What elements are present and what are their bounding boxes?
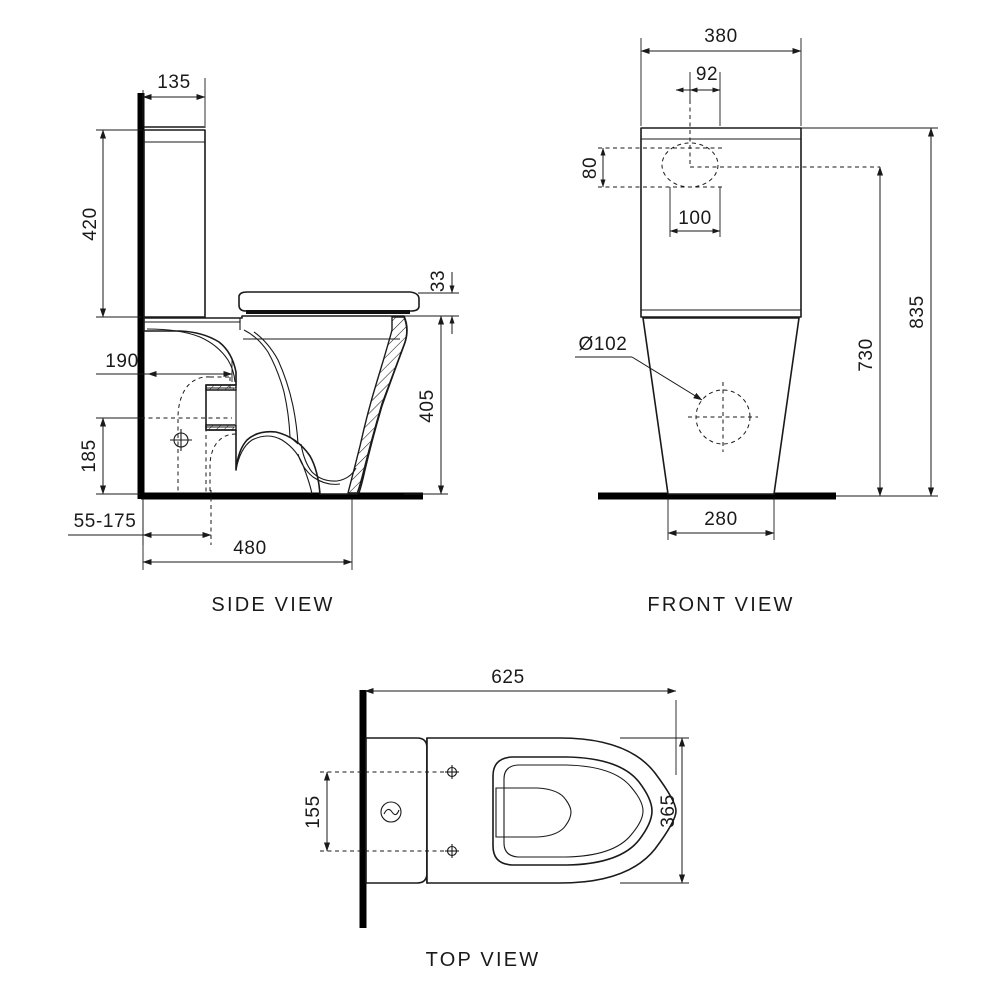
dimension-92: 92: [675, 64, 721, 126]
dim-label-100: 100: [678, 208, 712, 229]
front-view-flush-button: [598, 100, 880, 188]
top-view-label: TOP VIEW: [426, 949, 541, 971]
dimension-280: 280: [667, 498, 775, 540]
side-view-seat: [238, 291, 420, 314]
dimension-155: 155: [303, 771, 331, 852]
dim-label-80: 80: [580, 157, 601, 179]
dim-label-365: 365: [658, 794, 679, 828]
dimension-380: 380: [640, 26, 802, 126]
dim-label-480: 480: [233, 538, 267, 559]
top-view-bowl-opening: [495, 787, 572, 838]
outlet-centre-mark: [170, 429, 192, 451]
front-view-outlet-circle: [688, 382, 758, 452]
dim-label-280: 280: [704, 509, 738, 530]
front-view-pedestal: [642, 317, 800, 495]
dim-label-835: 835: [907, 295, 928, 329]
dimension-190: 190: [96, 351, 233, 382]
side-view-cistern: [143, 126, 206, 318]
dimension-135: 135: [142, 72, 206, 126]
dimension-835: 835: [801, 127, 938, 497]
inlet-valve-mark: [380, 801, 402, 823]
dimension-420: 420: [80, 129, 142, 318]
dim-label-33: 33: [428, 270, 449, 292]
dim-label-405: 405: [417, 389, 438, 423]
side-view-label: SIDE VIEW: [211, 594, 334, 616]
dimension-625: 625: [364, 667, 677, 775]
front-view-cistern: [640, 127, 802, 318]
top-view-seat-ring: [492, 756, 653, 866]
front-view-group: Ø102 380 92 80 100: [575, 26, 938, 616]
dimension-730: 730: [856, 166, 884, 497]
dimension-100: 100: [669, 187, 721, 237]
dim-label-155: 155: [303, 795, 324, 829]
dim-label-625: 625: [491, 667, 525, 688]
top-view-group: 625 365 155 TOP VIEW: [303, 667, 689, 971]
dim-label-420: 420: [80, 207, 101, 241]
side-view-group: 135 420 33 405 190: [68, 72, 459, 616]
dimension-185: 185: [79, 417, 140, 495]
dim-label-135: 135: [157, 72, 191, 93]
dim-label-730: 730: [856, 338, 877, 372]
dim-label-55-175: 55-175: [74, 511, 137, 532]
dimension-365: 365: [620, 737, 689, 884]
top-view-bowl: [426, 737, 677, 884]
dimension-480: 480: [142, 498, 353, 570]
dim-label-185: 185: [79, 439, 100, 473]
side-view-bowl: [143, 315, 408, 495]
top-view-cistern: [365, 737, 428, 884]
front-view-label: FRONT VIEW: [647, 594, 794, 616]
dim-label-diameter-102: Ø102: [579, 334, 628, 355]
dim-label-92: 92: [696, 64, 718, 85]
dimension-80: 80: [580, 147, 606, 188]
dimension-405: 405: [404, 315, 448, 495]
dim-label-380: 380: [704, 26, 738, 47]
dim-label-190: 190: [105, 351, 139, 372]
outlet-diameter-leader: Ø102: [575, 334, 703, 401]
